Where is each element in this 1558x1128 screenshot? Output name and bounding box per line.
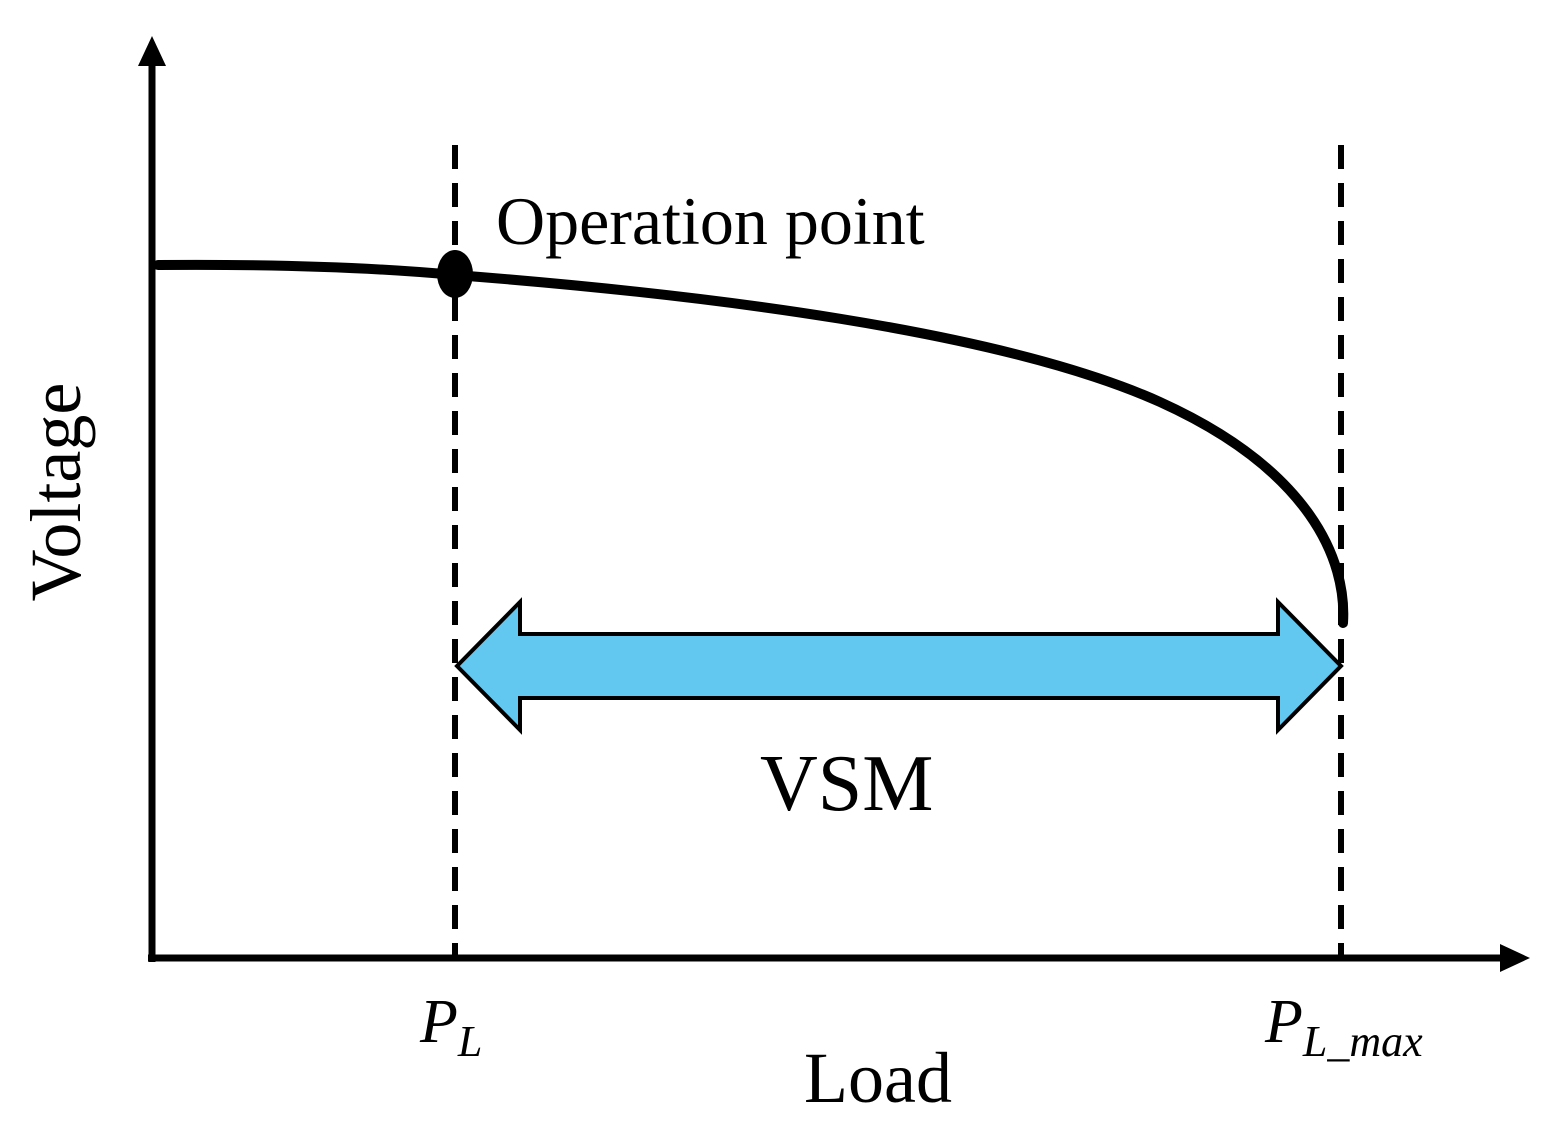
operation-point-label: Operation point — [496, 183, 925, 259]
pl-max-tick-main: P — [1264, 988, 1303, 1056]
pl-tick-main: P — [419, 988, 458, 1056]
pv-curve — [153, 259, 1349, 628]
y-axis-arrowhead — [138, 36, 166, 66]
x-axis-arrowhead — [1500, 944, 1530, 972]
pl-tick-subscript: L — [457, 1017, 482, 1066]
axes — [138, 36, 1530, 972]
x-axis-label: Load — [804, 1038, 952, 1118]
pl-max-tick-subscript: L_max — [1302, 1017, 1423, 1066]
vsm-double-arrow — [454, 597, 1344, 735]
pl-max-tick-label: PL_max — [1264, 988, 1423, 1066]
vsm-label: VSM — [760, 740, 933, 828]
operation-point-marker — [437, 250, 473, 298]
y-axis-label: Voltage — [16, 383, 96, 602]
pl-tick-label: PL — [419, 988, 482, 1066]
